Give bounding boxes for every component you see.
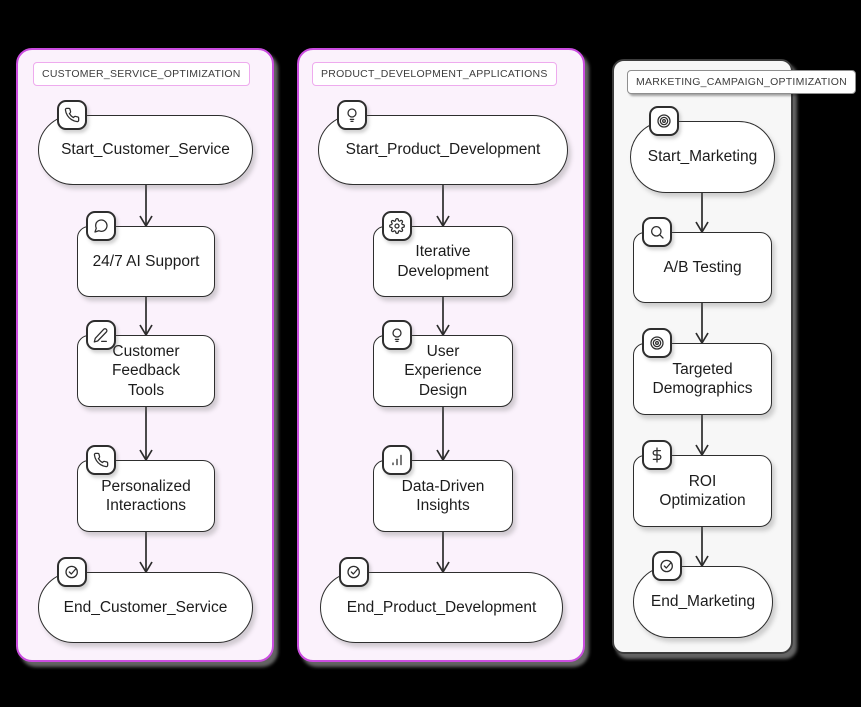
dollar-icon (642, 440, 672, 470)
node-personalized-interactions: Personalized Interactions (77, 445, 215, 532)
chat-bubble-icon (86, 211, 116, 241)
node-label: End_Marketing (650, 593, 756, 611)
node-targeted-demographics: Targeted Demographics (633, 328, 772, 415)
node-customer-feedback-tools: Customer Feedback Tools (77, 320, 215, 407)
pencil-icon (86, 320, 116, 350)
node-label: Customer Feedback Tools (111, 342, 181, 399)
node-label: End_Customer_Service (63, 598, 228, 616)
node-label: Data-Driven Insights (401, 477, 485, 514)
node-roi-optimization: ROI Optimization (633, 440, 772, 527)
node-label: Iterative Development (397, 243, 489, 280)
node-label: Start_Product_Development (345, 141, 541, 159)
flow-arrow (436, 532, 450, 574)
flow-arrow (695, 415, 709, 457)
check-circle-icon (57, 557, 87, 587)
node-user-experience-design: User Experience Design (373, 320, 513, 407)
flow-arrow (695, 193, 709, 234)
node-label: A/B Testing (663, 258, 742, 276)
node-label: ROI Optimization (659, 472, 746, 509)
node-iterative-development: Iterative Development (373, 211, 513, 297)
node-start-marketing: Start_Marketing (630, 106, 775, 193)
node-label: User Experience Design (404, 342, 482, 399)
phone-icon (57, 100, 87, 130)
flow-arrow (436, 185, 450, 228)
node-label: Personalized Interactions (101, 477, 191, 514)
check-circle-icon (652, 551, 682, 581)
subgraph-title-product-development: PRODUCT_DEVELOPMENT_APPLICATIONS (312, 62, 557, 86)
target-icon (642, 328, 672, 358)
phone-icon (86, 445, 116, 475)
subgraph-title-marketing: MARKETING_CAMPAIGN_OPTIMIZATION (627, 70, 856, 94)
flow-arrow (139, 407, 153, 462)
magnifier-icon (642, 217, 672, 247)
gear-icon (382, 211, 412, 241)
node-end-product-development: End_Product_Development (320, 557, 563, 643)
flow-arrow (436, 297, 450, 337)
flow-arrow (436, 407, 450, 462)
node-label: Start_Customer_Service (61, 141, 230, 159)
target-icon (649, 106, 679, 136)
node-label: End_Product_Development (346, 598, 537, 616)
bar-chart-icon (382, 445, 412, 475)
flow-arrow (139, 185, 153, 228)
node-ab-testing: A/B Testing (633, 217, 772, 303)
node-label: 24/7 AI Support (92, 252, 200, 270)
flow-arrow (695, 527, 709, 568)
lightbulb-icon (382, 320, 412, 350)
node-end-customer-service: End_Customer_Service (38, 557, 253, 643)
node-label: Start_Marketing (647, 148, 758, 166)
lightbulb-icon (337, 100, 367, 130)
node-label: Targeted Demographics (652, 360, 753, 397)
node-start-product-development: Start_Product_Development (318, 100, 568, 185)
node-end-marketing: End_Marketing (633, 551, 773, 638)
node-start-customer-service: Start_Customer_Service (38, 100, 253, 185)
flow-arrow (695, 303, 709, 345)
subgraph-title-customer-service: CUSTOMER_SERVICE_OPTIMIZATION (33, 62, 250, 86)
node-ai-support: 24/7 AI Support (77, 211, 215, 297)
flow-arrow (139, 297, 153, 337)
check-circle-icon (339, 557, 369, 587)
node-data-driven-insights: Data-Driven Insights (373, 445, 513, 532)
flow-arrow (139, 532, 153, 574)
